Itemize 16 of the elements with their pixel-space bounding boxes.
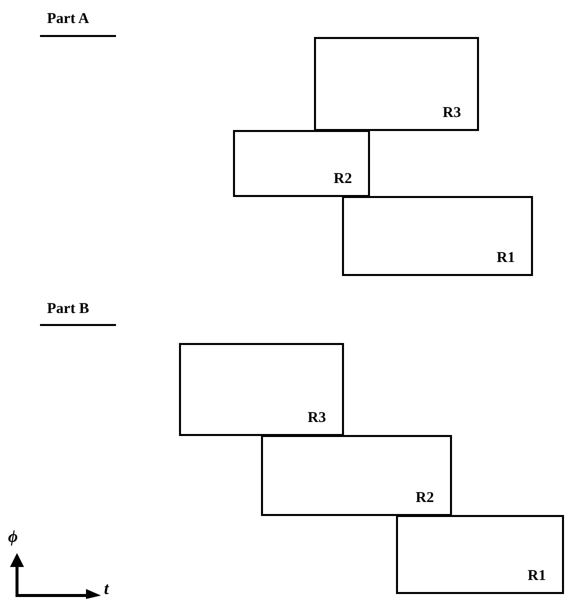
part-heading: Part B <box>47 302 90 317</box>
region-label: R1 <box>496 251 515 266</box>
region-label: R3 <box>442 106 461 121</box>
region-label: R2 <box>334 172 352 187</box>
axis-label: t <box>104 580 109 597</box>
axis-label: ϕ <box>8 528 18 545</box>
region-label: R1 <box>528 569 546 584</box>
region-box <box>396 515 564 594</box>
region-box <box>314 37 479 131</box>
region-box <box>233 130 370 197</box>
region-box <box>179 343 344 436</box>
region-label: R2 <box>416 491 434 506</box>
region-label: R3 <box>308 411 326 426</box>
part-heading: Part A <box>47 12 90 27</box>
region-box <box>342 196 533 276</box>
region-box <box>261 435 452 516</box>
